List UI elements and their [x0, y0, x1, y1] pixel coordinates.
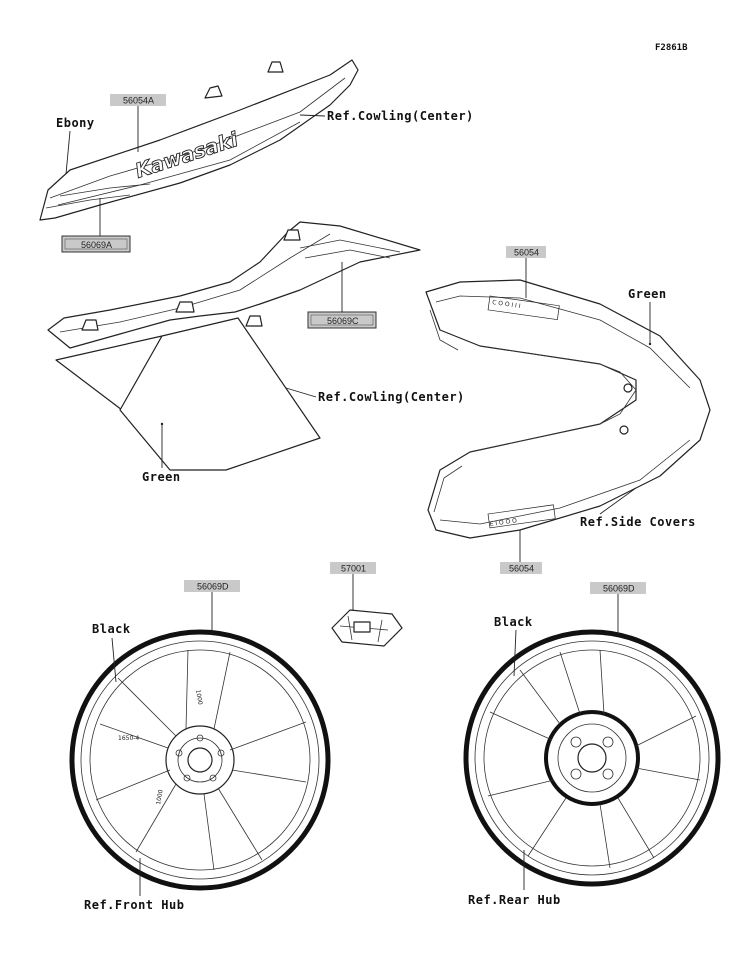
label-green-right: Green: [628, 287, 667, 301]
part-number-56069D-rear: 56069D: [603, 584, 635, 594]
part-tag-56069D-front: [184, 580, 240, 592]
rear-wheel-part: [463, 629, 721, 887]
svg-text:1000: 1000: [194, 689, 204, 705]
label-ref-front-hub: Ref.Front Hub: [84, 898, 184, 912]
label-green-left: Green: [142, 470, 181, 484]
part-tag-56054-bottom: [500, 562, 542, 574]
label-ref-side-covers: Ref.Side Covers: [580, 515, 696, 529]
clip-part-57001: [331, 609, 403, 647]
leader-black-front: [111, 637, 117, 683]
part-number-56054-bottom: 56054: [509, 564, 534, 574]
leader-ref-cowling-center-2: [285, 387, 317, 398]
leader-black-rear: [513, 629, 517, 677]
label-ebony: Ebony: [56, 116, 95, 130]
part-tag-56069A: [61, 235, 131, 253]
svg-text:1000: 1000: [155, 789, 165, 805]
part-number-56069D-front: 56069D: [197, 582, 229, 592]
leader-ref-side-covers: [599, 487, 637, 515]
part-number-56054-top: 56054: [514, 248, 539, 258]
part-tag-56069D-rear: [590, 582, 646, 594]
part-tag-56054A: [110, 94, 166, 106]
svg-text:1650-4: 1650-4: [118, 735, 139, 742]
label-ref-cowling-center-2: Ref.Cowling(Center): [318, 390, 465, 404]
side-covers-part: C O O I I I E I O O O: [425, 279, 711, 539]
label-ref-cowling-center-1: Ref.Cowling(Center): [327, 109, 474, 123]
leader-ref-cowling-center-1: [299, 114, 326, 117]
front-wheel-part: 1650-4 1000 1000: [69, 629, 331, 891]
label-ref-rear-hub: Ref.Rear Hub: [468, 893, 561, 907]
part-number-56069A: 56069A: [81, 240, 112, 250]
label-black-rear: Black: [494, 615, 533, 629]
middle-cowling-part: [47, 221, 421, 471]
upper-cowling-part: Kawasaki: [39, 59, 359, 221]
part-tag-56054-top: [506, 246, 546, 258]
part-number-56054A: 56054A: [123, 96, 154, 106]
leader-ebony: [65, 130, 71, 175]
part-tag-57001: [330, 562, 376, 574]
figure-code: F2861B: [655, 43, 688, 53]
svg-text:E I O O O: E I O O O: [489, 517, 517, 528]
part-number-57001: 57001: [341, 564, 366, 574]
svg-text:C O O I I I: C O O I I I: [492, 299, 521, 310]
part-number-56069C: 56069C: [327, 316, 359, 326]
label-black-front: Black: [92, 622, 131, 636]
